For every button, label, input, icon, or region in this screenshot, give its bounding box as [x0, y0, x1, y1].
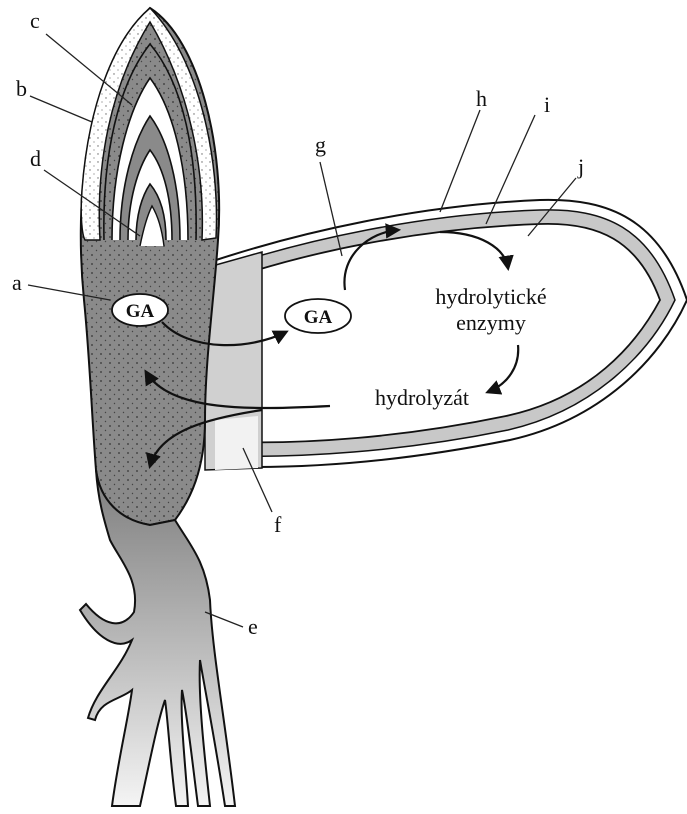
ga-aleurone: GA [285, 299, 351, 333]
ga-embryo-label: GA [126, 301, 155, 322]
label-b: b [16, 76, 27, 101]
scutellum-epithelium [215, 416, 258, 470]
label-j: j [577, 154, 584, 179]
label-i: i [544, 92, 550, 117]
label-d: d [30, 146, 41, 171]
label-c: c [30, 8, 40, 33]
enzymes-text-line1: hydrolytické [435, 284, 546, 309]
leader-h [440, 110, 480, 212]
label-h: h [476, 86, 487, 111]
label-a: a [12, 270, 22, 295]
ga-embryo: GA [112, 294, 168, 326]
leader-b [30, 96, 92, 122]
label-g: g [315, 132, 326, 157]
hydrolysate-text: hydrolyzát [375, 385, 469, 410]
ga-aleurone-label: GA [304, 307, 333, 328]
label-f: f [274, 512, 282, 537]
enzymes-text-line2: enzymy [456, 310, 526, 335]
label-e: e [248, 614, 258, 639]
